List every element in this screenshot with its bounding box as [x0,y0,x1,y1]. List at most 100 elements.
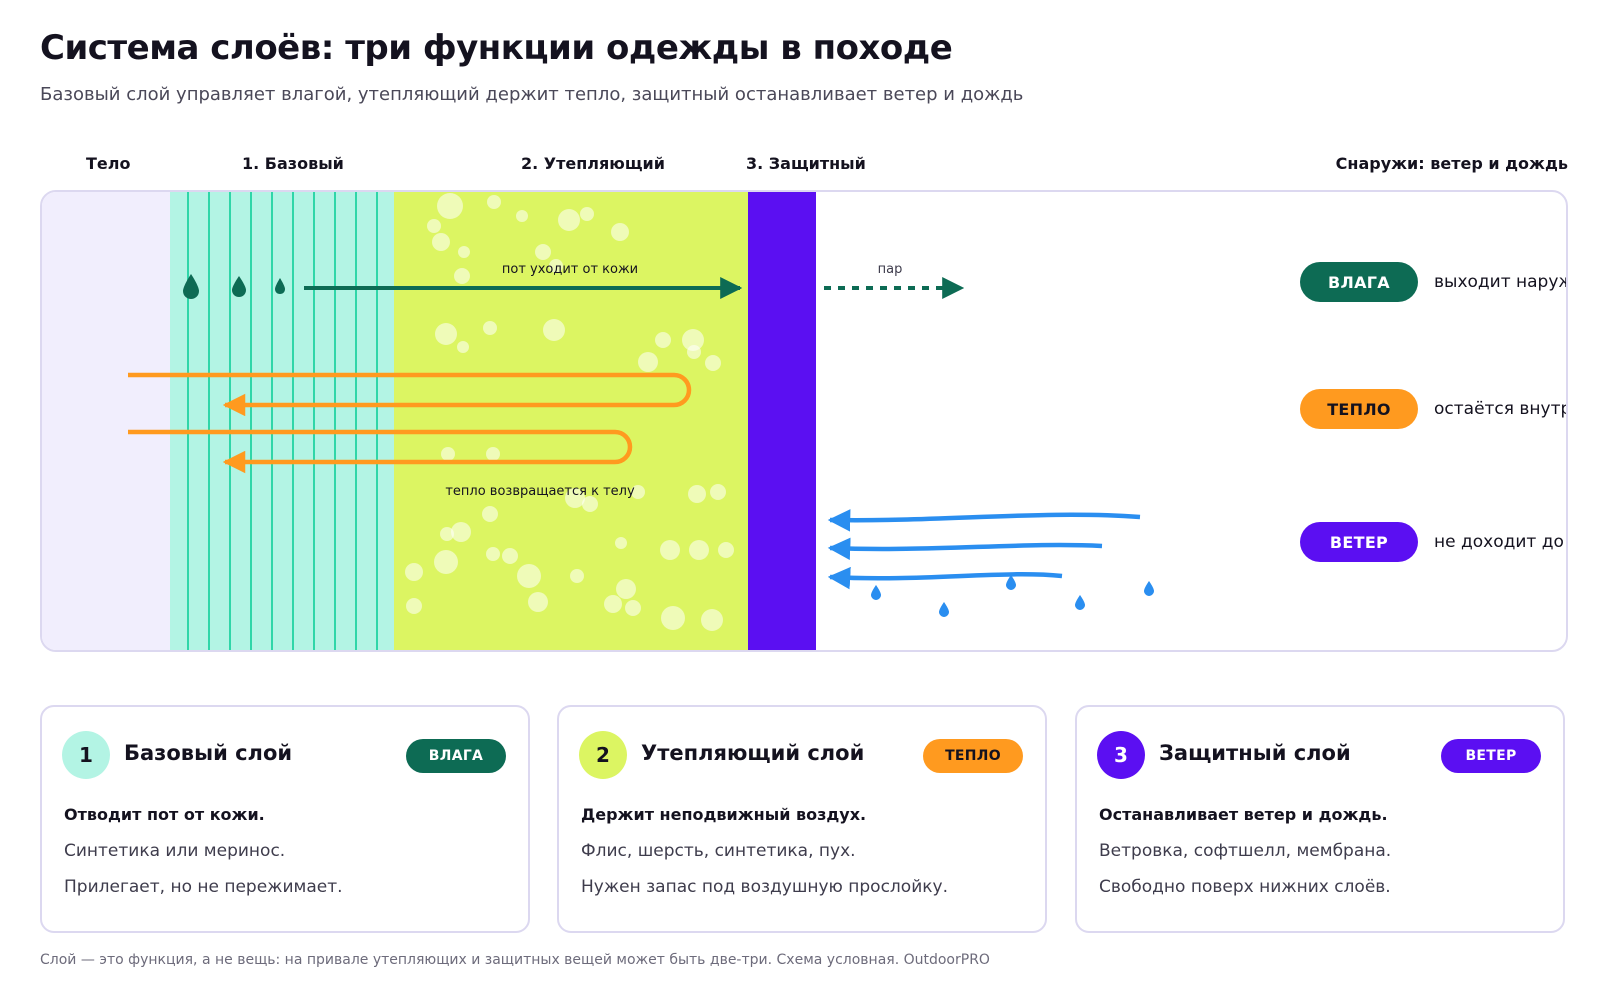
card-title: Базовый слой [124,741,293,765]
air-bubble [405,563,423,581]
insulating-layer [394,192,748,650]
air-bubble [615,537,627,549]
layer-diagram: пот уходит от кожи пар тепло возвращаетс… [40,190,1568,652]
card-lead: Держит неподвижный воздух. [581,805,867,824]
air-bubble [580,207,594,221]
air-bubble [705,355,721,371]
air-bubble [486,547,500,561]
air-bubble [688,485,706,503]
rain-drop-icon [939,602,949,617]
air-bubble [549,259,563,273]
wind-arrow [827,509,1141,532]
sweat-drop-icon [275,278,285,294]
base-layer [170,192,394,650]
rain-drop-icon [871,585,881,600]
air-bubble [616,579,636,599]
legend-wind: ВЕТЕР не доходит до тела [1300,522,1566,562]
column-label-base: 1. Базовый [242,154,344,173]
sweat-label: пот уходит от кожи [502,262,638,277]
wind-badge: ВЕТЕР [1300,522,1418,562]
rain-drop-icon [1075,595,1085,610]
base-layer-stripes [187,192,378,650]
air-bubble [535,244,551,260]
rain-drops [871,575,1154,617]
air-bubble [457,341,469,353]
air-bubble [687,345,701,359]
air-bubble [660,540,680,560]
card-badge-wind: ВЕТЕР [1441,739,1541,773]
air-bubble [570,569,584,583]
air-bubble [434,550,458,574]
card-title: Защитный слой [1159,741,1351,765]
air-bubble [458,246,470,258]
heat-badge: ТЕПЛО [1300,389,1418,429]
air-bubble [631,485,645,499]
card-materials: Флис, шерсть, синтетика, пух. [581,841,856,861]
page-subtitle: Базовый слой управляет влагой, утепляющи… [40,84,1024,105]
card-fit: Прилегает, но не пережимает. [64,877,343,897]
air-bubble [451,522,471,542]
air-bubble [565,488,585,508]
air-bubble [682,329,704,351]
air-bubble [611,223,629,241]
air-bubble [517,564,541,588]
air-bubble [440,527,454,541]
wind-legend-text: не доходит до тела [1434,532,1566,552]
air-bubble [435,323,457,345]
air-bubble [487,195,501,209]
card-title: Утепляющий слой [641,741,865,765]
air-bubble [701,609,723,631]
page-title: Система слоёв: три функции одежды в похо… [40,28,953,68]
wind-arrow [827,537,1103,561]
air-bubble [516,210,528,222]
insulating-air-bubbles [405,193,734,631]
heat-label: тепло возвращается к телу [445,484,635,499]
column-label-outside: Снаружи: ветер и дождь [1335,154,1568,173]
card-lead: Отводит пот от кожи. [64,805,265,824]
footnote: Слой — это функция, а не вещь: на привал… [40,952,990,968]
body-zone [42,192,170,650]
sweat-drop-icon [183,274,199,299]
card-protective-layer: 3 Защитный слой ВЕТЕР Останавливает вете… [1075,705,1565,933]
card-materials: Ветровка, софтшелл, мембрана. [1099,841,1392,861]
air-bubble [427,219,441,233]
air-bubble [502,548,518,564]
air-bubble [604,595,622,613]
air-bubble [638,352,658,372]
card-number: 3 [1097,731,1145,779]
air-bubble [661,606,685,630]
column-label-body: Тело [86,154,131,173]
card-lead: Останавливает ветер и дождь. [1099,805,1388,824]
air-bubble [528,592,548,612]
card-fit: Свободно поверх нижних слоёв. [1099,877,1391,897]
card-base-layer: 1 Базовый слой ВЛАГА Отводит пот от кожи… [40,705,530,933]
air-bubble [441,447,455,461]
layer-diagram-svg: пот уходит от кожи пар тепло возвращаетс… [42,192,1154,650]
air-bubble [543,319,565,341]
rain-drop-icon [1006,575,1016,590]
sweat-drops [183,274,285,299]
legend-moisture: ВЛАГА выходит наружу [1300,262,1566,302]
wind-arrow [827,566,1063,590]
heat-loop-arrow [128,429,633,474]
card-materials: Синтетика или меринос. [64,841,286,861]
air-bubble [437,193,463,219]
card-fit: Нужен запас под воздушную прослойку. [581,877,948,897]
air-bubble [655,332,671,348]
moisture-legend-text: выходит наружу [1434,272,1566,292]
air-bubble [625,600,641,616]
card-badge-moisture: ВЛАГА [406,739,506,773]
sweat-drop-icon [232,276,246,297]
rain-drop-icon [1144,581,1154,596]
protective-layer [748,192,816,650]
heat-legend-text: остаётся внутри [1434,399,1568,419]
air-bubble [558,209,580,231]
card-number: 1 [62,731,110,779]
card-number: 2 [579,731,627,779]
legend-heat: ТЕПЛО остаётся внутри [1300,389,1568,429]
column-label-insulating: 2. Утепляющий [521,154,665,173]
air-bubble [454,268,470,284]
moisture-badge: ВЛАГА [1300,262,1418,302]
air-bubble [718,542,734,558]
air-bubble [486,447,500,461]
